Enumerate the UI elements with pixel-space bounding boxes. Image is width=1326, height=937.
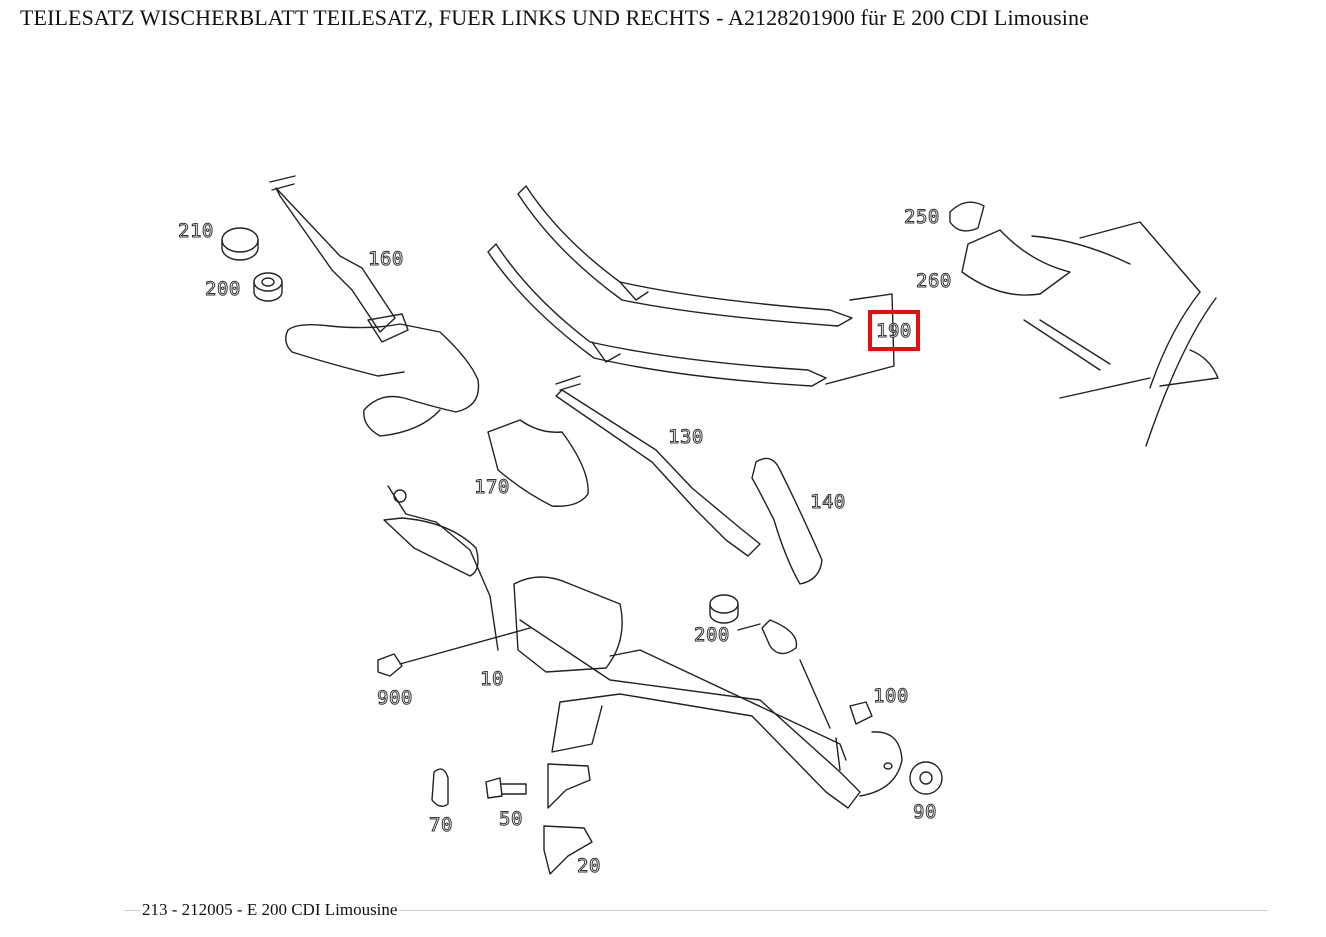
page-title: TEILESATZ WISCHERBLATT TEILESATZ, FUER L… xyxy=(20,5,1089,30)
callout-50[interactable]: 50 xyxy=(499,808,523,831)
callout-70[interactable]: 70 xyxy=(429,814,453,837)
part-10-wiper-motor-linkage xyxy=(383,485,903,809)
vehicle-silhouette xyxy=(1023,221,1219,447)
callout-90[interactable]: 90 xyxy=(913,801,937,824)
part-170-cover xyxy=(487,419,589,507)
part-160-wiper-arm-left xyxy=(269,175,409,343)
part-130-wiper-arm-center xyxy=(555,375,761,557)
part-210-cap xyxy=(221,227,259,261)
part-160-cover xyxy=(285,323,480,437)
footer-label: 213 - 212005 - E 200 CDI Limousine xyxy=(140,900,400,920)
part-50-bolt xyxy=(485,777,527,799)
part-900-plug xyxy=(377,627,531,677)
callout-10[interactable]: 10 xyxy=(480,668,504,691)
callout-130[interactable]: 130 xyxy=(668,426,704,449)
part-20-bracket-top xyxy=(547,763,591,809)
callout-250[interactable]: 250 xyxy=(904,206,940,229)
callout-160[interactable]: 160 xyxy=(368,248,404,271)
part-200-nut-top xyxy=(253,272,283,302)
part-190-wiper-blade-upper xyxy=(517,185,853,327)
callout-100[interactable]: 100 xyxy=(873,685,909,708)
callout-900[interactable]: 900 xyxy=(377,687,413,710)
part-250-connector xyxy=(949,201,985,232)
part-90-grommet xyxy=(909,761,943,795)
callout-170[interactable]: 170 xyxy=(474,476,510,499)
callout-260[interactable]: 260 xyxy=(916,270,952,293)
callout-140[interactable]: 140 xyxy=(810,491,846,514)
callout-20[interactable]: 20 xyxy=(577,855,601,878)
part-190-wiper-blade-lower xyxy=(487,243,827,387)
part-70-clip xyxy=(431,768,449,807)
part-200-nut-middle xyxy=(709,594,761,631)
part-140-hose xyxy=(751,457,823,585)
callout-200-middle[interactable]: 200 xyxy=(694,624,730,647)
footer-divider xyxy=(124,910,1268,911)
part-190-bracket xyxy=(825,293,895,385)
callout-210[interactable]: 210 xyxy=(178,220,214,243)
part-20-bracket-bottom xyxy=(543,825,593,875)
callout-190[interactable]: 190 xyxy=(868,310,920,351)
callout-200-top[interactable]: 200 xyxy=(205,278,241,301)
part-260-cover xyxy=(961,229,1071,296)
